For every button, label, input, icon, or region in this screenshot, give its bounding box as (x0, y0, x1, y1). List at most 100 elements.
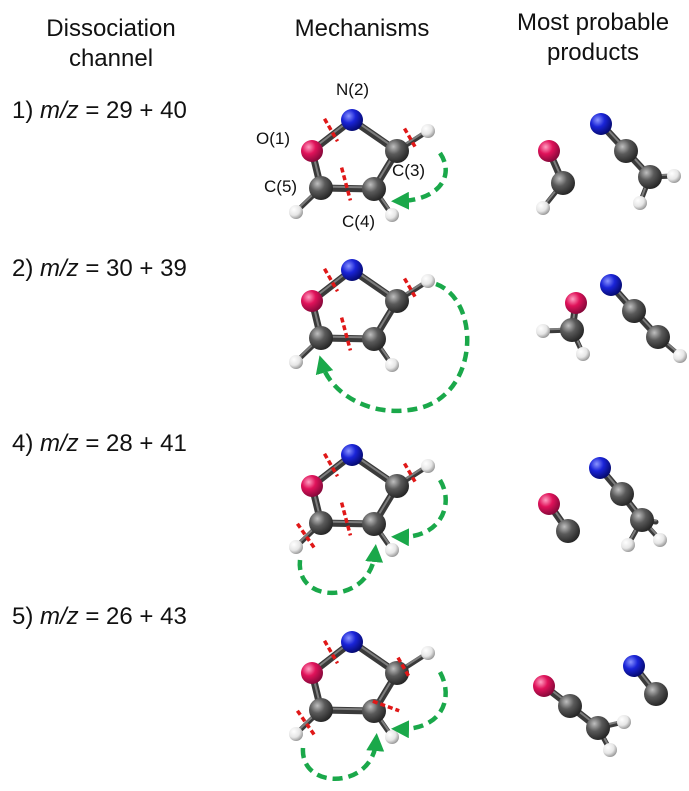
carbon-atom (385, 139, 409, 163)
hydrogen-atom (633, 196, 647, 210)
mechanism-row-3 (289, 444, 448, 596)
products-row-3 (538, 457, 667, 552)
carbon-atom (638, 165, 662, 189)
oxygen-atom (538, 140, 560, 162)
hydrogen-migration-arrow (315, 281, 470, 414)
oxygen-atom (538, 493, 560, 515)
oxygen-atom (565, 292, 587, 314)
hydrogen-migration-arrow (391, 670, 448, 739)
hydrogen-atom (621, 538, 635, 552)
hydrogen-atom (289, 540, 303, 554)
carbon-atom (362, 327, 386, 351)
bond-cut-mark (372, 699, 400, 713)
carbon-atom (309, 511, 333, 535)
hydrogen-migration-arrow (391, 151, 448, 210)
label-o1: O(1) (256, 129, 290, 148)
carbon-atom (309, 176, 333, 200)
bond-cut-mark (402, 462, 418, 484)
carbon-atom (309, 698, 333, 722)
products-row-2 (536, 274, 687, 363)
header-dissociation-channel: Dissociation channel (16, 14, 206, 74)
oxygen-atom (301, 662, 323, 684)
oxygen-atom (301, 140, 323, 162)
hydrogen-migration-arrow (300, 733, 385, 781)
mechanism-row-2 (289, 259, 470, 414)
hydrogen-atom (536, 201, 550, 215)
hydrogen-atom (421, 459, 435, 473)
bond-cut-mark (295, 709, 317, 737)
oxygen-atom (533, 675, 555, 697)
nitrogen-atom (341, 444, 363, 466)
products-row-4 (533, 655, 668, 757)
header-col2: Mechanisms (294, 15, 430, 42)
carbon-atom (385, 474, 409, 498)
hydrogen-atom (289, 355, 303, 369)
nitrogen-atom (341, 259, 363, 281)
carbon-atom (362, 177, 386, 201)
bond-cut-mark (339, 502, 353, 536)
row-label-3: 4) m/z = 28 + 41 (12, 430, 187, 457)
bond-cut-mark (322, 452, 340, 478)
carbon-atom (362, 512, 386, 536)
oxygen-atom (301, 290, 323, 312)
carbon-atom (586, 716, 610, 740)
oxygen-atom (301, 475, 323, 497)
hydrogen-migration-arrow (297, 544, 384, 596)
products-row-1 (536, 113, 681, 215)
carbon-atom (551, 171, 575, 195)
row-label-4: 5) m/z = 26 + 43 (12, 603, 187, 630)
carbon-atom (646, 325, 670, 349)
hydrogen-atom (421, 274, 435, 288)
carbon-atom (309, 326, 333, 350)
hydrogen-atom (536, 324, 550, 338)
label-c4: C(4) (342, 212, 375, 231)
hydrogen-atom (673, 349, 687, 363)
hydrogen-migration-arrow (391, 478, 448, 547)
bond-cut-mark (396, 656, 412, 680)
hydrogen-atom (603, 743, 617, 757)
header-col1-line1: Dissociation (46, 15, 176, 42)
hydrogen-atom (667, 169, 681, 183)
label-c5: C(5) (264, 177, 297, 196)
hydrogen-atom (421, 124, 435, 138)
header-products: Most probable products (498, 8, 688, 68)
carbon-atom (614, 139, 638, 163)
bond-cut-mark (339, 167, 353, 201)
carbon-atom (622, 299, 646, 323)
hydrogen-atom (421, 646, 435, 660)
hydrogen-atom (653, 533, 667, 547)
hydrogen-atom (385, 358, 399, 372)
hydrogen-atom (385, 730, 399, 744)
bond-cut-mark (402, 127, 418, 149)
header-mechanisms: Mechanisms (272, 14, 452, 44)
mechanism-row-4 (289, 631, 448, 781)
carbon-atom (558, 694, 582, 718)
bond-cut-mark (402, 277, 418, 299)
header-col3-line1: Most probable (516, 9, 670, 36)
hydrogen-atom (385, 208, 399, 222)
nitrogen-atom (623, 655, 645, 677)
nitrogen-atom (341, 109, 363, 131)
nitrogen-atom (590, 113, 612, 135)
carbon-atom (560, 318, 584, 342)
row-label-2: 2) m/z = 30 + 39 (12, 255, 187, 282)
bond-cut-mark (339, 317, 353, 351)
carbon-atom (556, 519, 580, 543)
mechanism-row-1 (289, 109, 448, 222)
bond-cut-mark (322, 117, 340, 143)
bond-cut-mark (322, 639, 340, 665)
row-label-1: 1) m/z = 29 + 40 (12, 97, 187, 124)
nitrogen-atom (341, 631, 363, 653)
carbon-atom (385, 289, 409, 313)
hydrogen-atom (576, 347, 590, 361)
hydrogen-atom (289, 727, 303, 741)
bond-cut-mark (322, 267, 340, 293)
nitrogen-atom (600, 274, 622, 296)
label-n2: N(2) (336, 80, 369, 99)
carbon-atom (610, 482, 634, 506)
carbon-atom (630, 508, 654, 532)
hydrogen-atom (385, 543, 399, 557)
hydrogen-atom (289, 205, 303, 219)
header-col3-line2: products (546, 39, 640, 66)
